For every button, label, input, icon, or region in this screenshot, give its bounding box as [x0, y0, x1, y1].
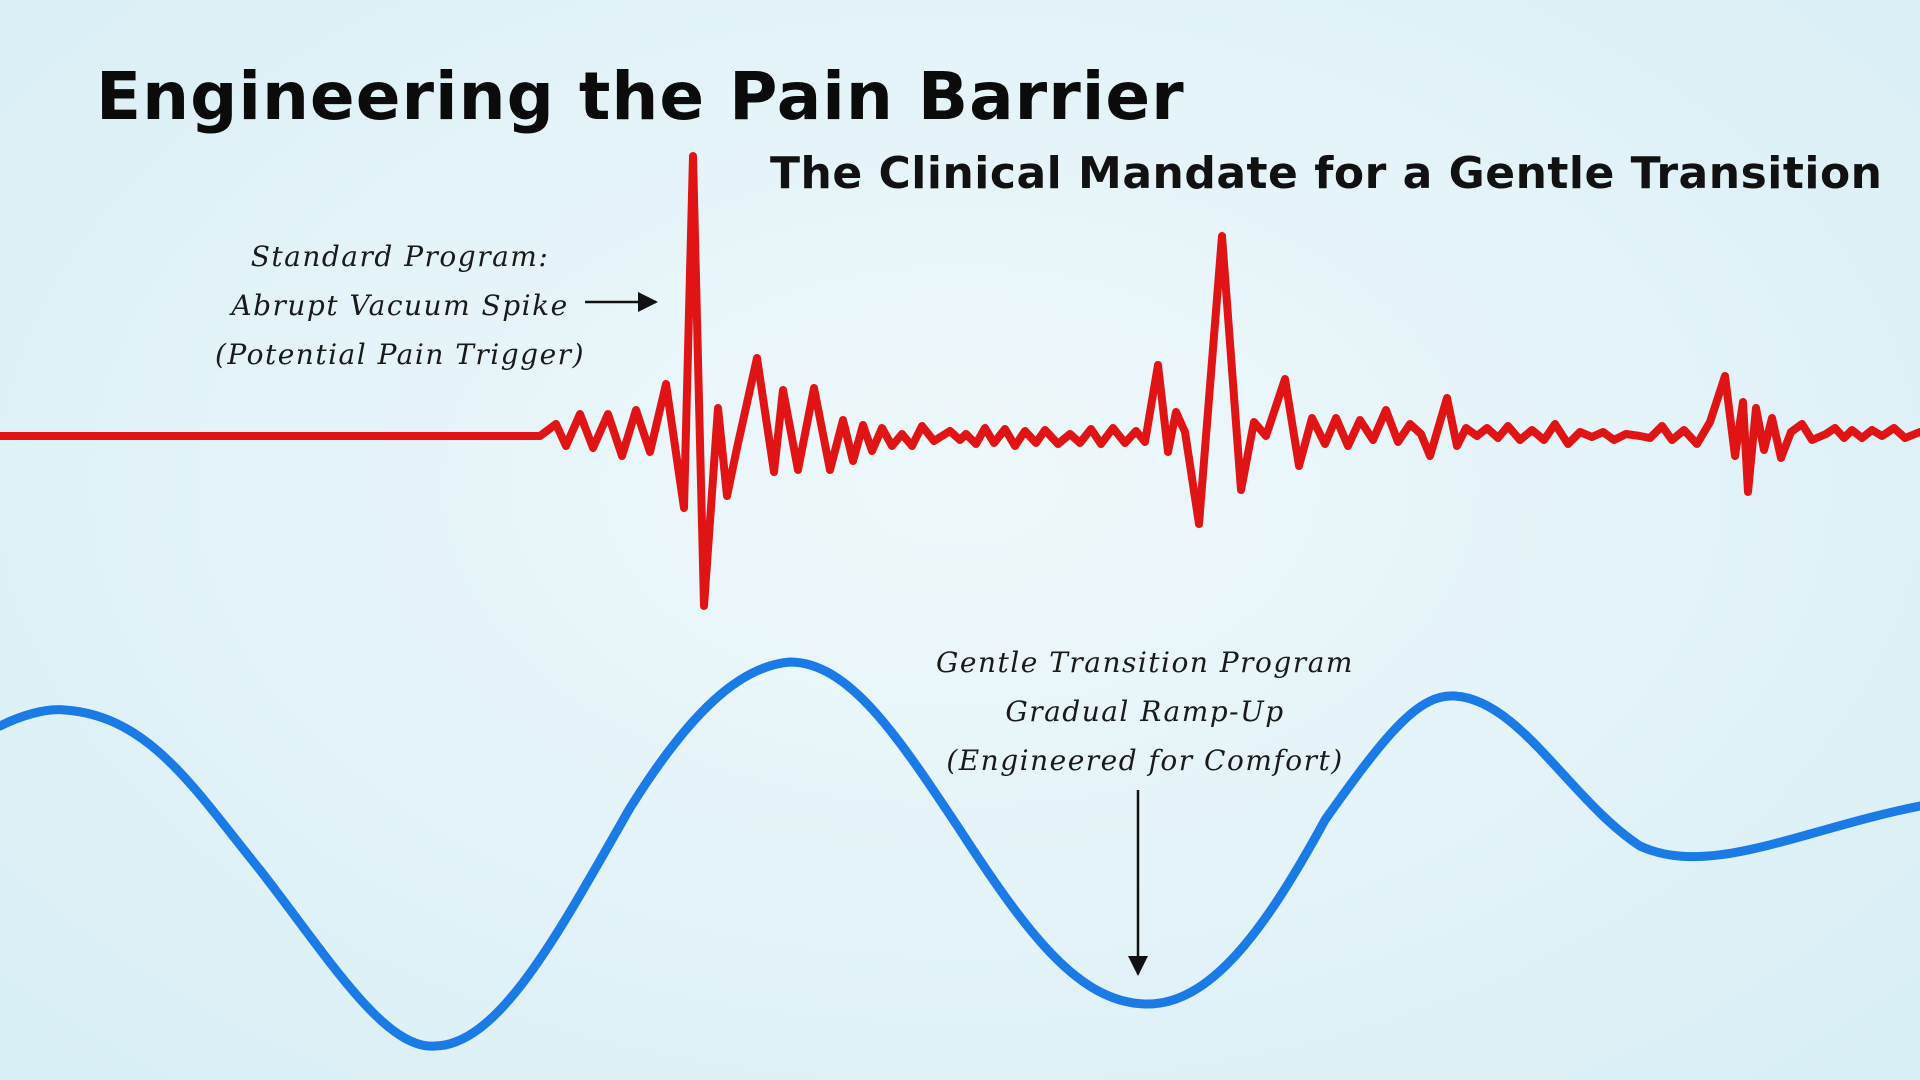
- gentle-annotation-line-2: Gradual Ramp-Up: [1005, 695, 1285, 728]
- diagram-subtitle: The Clinical Mandate for a Gentle Transi…: [770, 148, 1883, 199]
- gentle-annotation-line-3: (Engineered for Comfort): [946, 744, 1344, 777]
- standard-annotation-line-3: (Potential Pain Trigger): [214, 338, 585, 371]
- gentle-program-annotation: Gentle Transition Program Gradual Ramp-U…: [900, 638, 1390, 785]
- gentle-program-waveform: [0, 657, 1920, 1051]
- standard-program-annotation: Standard Program: Abrupt Vacuum Spike (P…: [200, 232, 600, 379]
- diagram-title: Engineering the Pain Barrier: [96, 58, 1185, 135]
- standard-annotation-line-2: Abrupt Vacuum Spike: [231, 289, 569, 322]
- standard-program-waveform: [0, 152, 1920, 610]
- gentle-annotation-line-1: Gentle Transition Program: [936, 646, 1354, 679]
- standard-annotation-line-1: Standard Program:: [250, 240, 550, 273]
